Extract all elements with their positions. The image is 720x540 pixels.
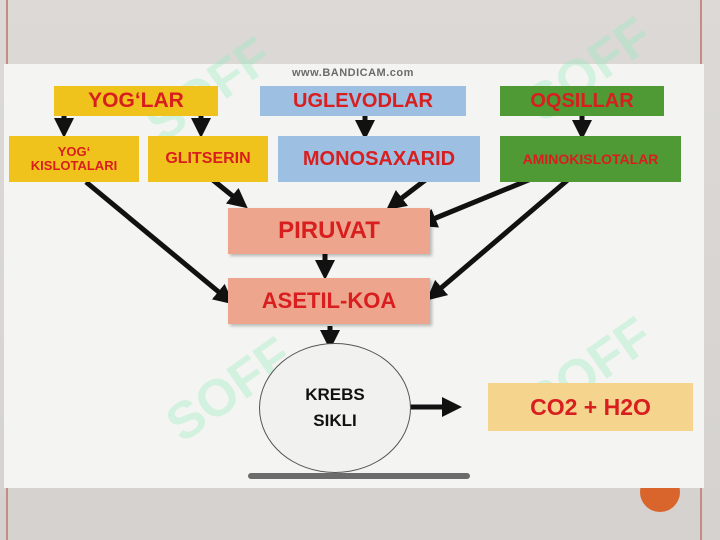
arrow-mono-to-pyruvate [386,176,430,211]
monosaccharide-box: MONOSAXARID [278,136,480,182]
krebs-cycle-circle: KREBS SIKLI [259,343,411,473]
amino-acids-box: AMINOKISLOTALAR [500,136,681,182]
glycerol-box: GLITSERIN [148,136,268,182]
acetyl-coa-box: ASETIL-KOA [228,278,430,324]
pyruvate-box: PIRUVAT [228,208,430,254]
fats-box: YOG‘LAR [54,86,218,116]
fatty-acids-box: YOG‘ KISLOTALARI [9,136,139,182]
recorder-watermark: www.BANDICAM.com [292,67,414,79]
proteins-box: OQSILLAR [500,86,664,116]
video-scrollbar[interactable] [248,473,470,479]
fatty-acids-label-line2: KISLOTALARI [30,158,118,173]
krebs-label-line2: SIKLI [313,411,357,430]
fatty-acids-label-line1: YOG‘ [57,144,91,160]
krebs-label-line1: KREBS [305,384,365,404]
carbohydrates-box: UGLEVODLAR [260,86,466,116]
products-box: CO2 + H2O [488,383,693,431]
arrow-amino-to-acetyl [426,176,572,301]
arrow-fattyacids-to-acetyl [84,180,234,305]
